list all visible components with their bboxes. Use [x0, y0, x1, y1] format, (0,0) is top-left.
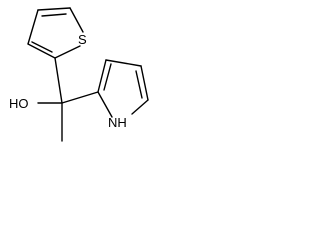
bond-c2-c3-pyrrole-inner — [103, 63, 112, 91]
bond-c2-c3 — [27, 43, 56, 59]
pyrrole-ring — [97, 59, 149, 118]
central-carbon-bonds — [37, 57, 99, 142]
bond-c2-c3-inner — [31, 41, 53, 53]
bond-c4-c5-pyrrole-inner — [135, 70, 143, 99]
bond-c2-c3-pyrrole — [97, 59, 107, 93]
bond-c4-c5-inner — [41, 13, 67, 17]
bond-c5-s — [69, 7, 84, 33]
bond-n-c2 — [97, 91, 113, 118]
bond-thienyl-central — [54, 57, 63, 104]
bond-s-c2 — [54, 45, 81, 59]
bond-c5-n — [131, 99, 149, 115]
bond-central-pyrrolyl — [61, 91, 99, 104]
pyrrole-nh-label: NH — [108, 115, 127, 130]
sulfur-atom-label: S — [78, 32, 87, 47]
bond-c3-c4-pyrrole — [105, 59, 142, 67]
thiophene-ring — [27, 7, 84, 59]
bond-c4-c5-pyrrole — [140, 65, 149, 101]
hydroxyl-label: HO — [9, 96, 29, 111]
bond-c3-c4 — [27, 9, 39, 45]
chemical-structure-diagram: S HO NH — [9, 7, 149, 142]
bond-c4-c5 — [37, 7, 71, 11]
